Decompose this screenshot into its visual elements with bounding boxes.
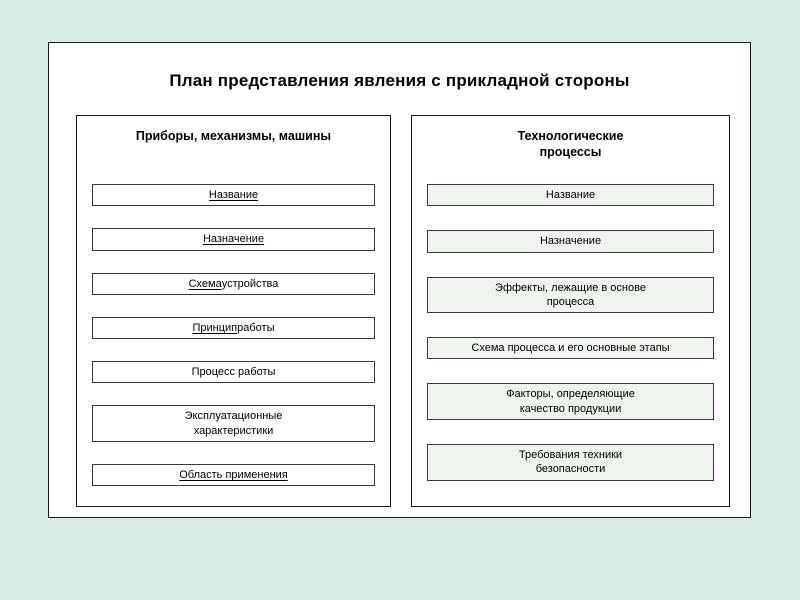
flow-box-quality-factors: Факторы, определяющие качество продукции [427, 383, 714, 421]
flow-box-safety-requirements: Требования техники безопасности [427, 444, 714, 481]
left-panel-devices: Приборы, механизмы, машины Название Назн… [76, 115, 391, 507]
left-panel-items: Название Назначение Схема устройства При… [92, 184, 375, 487]
flow-box-purpose: Назначение [92, 228, 375, 251]
flow-box-name: Название [427, 184, 714, 207]
right-panel-items: Название Назначение Эффекты, лежащие в о… [427, 184, 714, 481]
flow-box-device-scheme: Схема устройства [92, 272, 375, 295]
slide-title: План представления явления с прикладной … [169, 71, 630, 90]
flow-box-working-process: Процесс работы [92, 361, 375, 384]
flow-box-operational-characteristics: Эксплуатационные характеристики [92, 405, 375, 443]
flow-box-process-scheme: Схема процесса и его основные этапы [427, 337, 714, 360]
slide: План представления явления с прикладной … [48, 42, 751, 518]
flow-box-working-principle: Принцип работы [92, 316, 375, 340]
right-panel-processes: Технологические процессы Название Назнач… [411, 115, 730, 507]
flow-box-application-area: Область применения [92, 464, 375, 487]
left-panel-header: Приборы, механизмы, машины [135, 129, 332, 143]
flow-box-name: Название [92, 184, 375, 207]
flow-box-purpose: Назначение [427, 230, 714, 253]
flow-box-underlying-effects: Эффекты, лежащие в основе процесса [427, 276, 714, 314]
right-panel-header: Технологические процессы [517, 129, 624, 160]
